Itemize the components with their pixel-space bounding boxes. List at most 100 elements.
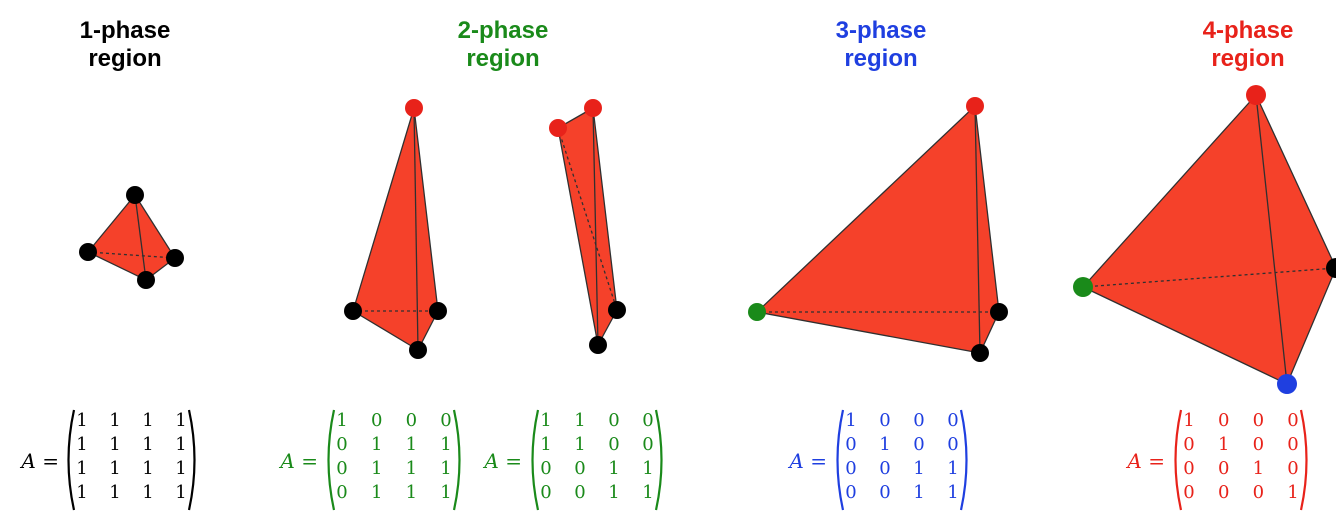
matrix-entry: 0: [1183, 482, 1194, 503]
matrix-entry: 0: [1253, 482, 1264, 503]
matrix-entry: 1: [406, 434, 417, 455]
matrix-entry: 0: [574, 482, 585, 503]
tetrahedron-1-hidden-edge: [87, 251, 176, 259]
tetrahedron-3: [748, 97, 1008, 362]
vertex-dot: [429, 302, 447, 320]
matrix-entry: 1: [371, 482, 382, 503]
matrix-entry: 0: [540, 458, 551, 479]
matrix-entry: 1: [913, 458, 924, 479]
tetrahedron-2a-edge: [413, 107, 419, 351]
matrix-entry: 1: [142, 410, 153, 431]
matrix-entry: 0: [845, 482, 856, 503]
matrix-entry: 1: [76, 458, 87, 479]
matrix-entry: 1: [1218, 434, 1229, 455]
tetrahedron-2a-face: [352, 107, 439, 351]
matrix-entry: 1: [175, 434, 186, 455]
matrix-right-bracket: [654, 409, 663, 511]
matrix-entry: 0: [845, 434, 856, 455]
matrix-entry: 0: [540, 482, 551, 503]
matrix-entry: 0: [642, 434, 653, 455]
matrix-entry: 1: [440, 458, 451, 479]
matrix-entry: 1: [406, 482, 417, 503]
matrix-entry: 1: [574, 434, 585, 455]
panel-1-title-line2: region: [88, 45, 161, 72]
matrix-entry: 0: [608, 434, 619, 455]
matrix-entry: 1: [109, 434, 120, 455]
matrix-entry: 0: [1218, 482, 1229, 503]
matrix-entry: 1: [608, 482, 619, 503]
matrix-entry: 1: [142, 482, 153, 503]
panel-3-title-line2: region: [844, 45, 917, 72]
matrix-entry: 1: [76, 434, 87, 455]
matrix-entry: 0: [1287, 410, 1298, 431]
tetrahedron-2a: [344, 99, 447, 359]
matrix-entry: 1: [109, 410, 120, 431]
matrix-entry: 0: [1287, 434, 1298, 455]
matrix-entry: 0: [913, 410, 924, 431]
vertex-dot: [966, 97, 984, 115]
matrix-entry: 0: [336, 434, 347, 455]
vertex-dot: [405, 99, 423, 117]
matrix-entry: 0: [879, 410, 890, 431]
tetrahedron-2b: [549, 99, 626, 354]
panel-4-title-line2: region: [1211, 45, 1284, 72]
tetrahedron-4-face: [1082, 94, 1336, 385]
tetrahedron-1-edge: [134, 194, 147, 281]
matrix-entry: 0: [440, 410, 451, 431]
tetrahedron-4: [1073, 85, 1336, 394]
panel-4-title: 4-phase region: [1203, 17, 1294, 72]
matrix-entry: 0: [1287, 458, 1298, 479]
vertex-dot: [1246, 85, 1266, 105]
matrix-entry: 0: [1253, 410, 1264, 431]
matrix-entry: 0: [608, 410, 619, 431]
matrix-right-bracket: [1299, 409, 1308, 511]
matrix-right-bracket: [452, 409, 461, 511]
matrix-entry: 1: [608, 458, 619, 479]
tetrahedron-4-edge: [1255, 94, 1288, 385]
matrix-right-bracket: [187, 409, 196, 511]
matrix-entry: 0: [913, 434, 924, 455]
matrix-entry: 1: [540, 434, 551, 455]
matrix-entry: 1: [947, 482, 958, 503]
matrix-entry: 1: [1253, 458, 1264, 479]
matrix-left-bracket: [836, 409, 845, 511]
panel-4-title-line1: 4-phase: [1203, 17, 1294, 44]
matrix-entry: 1: [371, 434, 382, 455]
tetrahedron-1: [79, 186, 184, 289]
vertex-dot: [126, 186, 144, 204]
vertex-dot: [1073, 277, 1093, 297]
matrix-entry: 0: [336, 458, 347, 479]
matrix-lhs: A =: [1125, 449, 1165, 473]
matrix-lhs: A =: [787, 449, 827, 473]
matrix-entry: 1: [336, 410, 347, 431]
matrix-entry: 1: [913, 482, 924, 503]
matrix-entry: 0: [336, 482, 347, 503]
vertex-dot: [1326, 258, 1336, 278]
matrix-entry: 1: [109, 482, 120, 503]
matrix-entry: 1: [109, 458, 120, 479]
matrix-entry: 0: [1183, 434, 1194, 455]
matrix-entry: 1: [175, 458, 186, 479]
vertex-dot: [748, 303, 766, 321]
vertex-dot: [990, 303, 1008, 321]
matrix-entry: 1: [371, 458, 382, 479]
matrix-entry: 0: [406, 410, 417, 431]
vertex-dot: [137, 271, 155, 289]
panel-2-title: 2-phase region: [458, 17, 549, 72]
vertex-dot: [608, 301, 626, 319]
matrix-entry: 1: [642, 482, 653, 503]
matrix-entry: 1: [1287, 482, 1298, 503]
matrix-entry: 0: [371, 410, 382, 431]
matrix-lhs: A =: [482, 449, 522, 473]
matrix-entry: 1: [440, 482, 451, 503]
matrix-entry: 0: [947, 410, 958, 431]
panel-1-title: 1-phase region: [80, 17, 171, 72]
vertex-dot: [584, 99, 602, 117]
matrix-entry: 0: [1218, 458, 1229, 479]
vertex-dot: [166, 249, 184, 267]
matrix-entry: 0: [574, 458, 585, 479]
tetrahedron-4-hidden-edge: [1082, 267, 1336, 288]
matrix-entry: 1: [879, 434, 890, 455]
